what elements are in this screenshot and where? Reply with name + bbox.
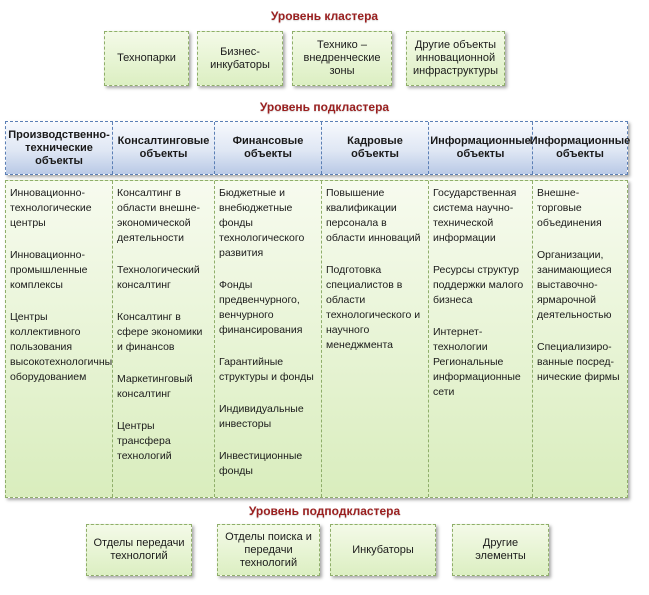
- subcluster-level-title: Уровень подкластера: [259, 100, 390, 114]
- list-item: Государственная система научно-техническ…: [433, 187, 517, 244]
- column-body: Инновационно-технологические центры Инно…: [6, 181, 113, 497]
- list-item: Технологический консалтинг: [117, 264, 200, 291]
- subsubcluster-level-title: Уровень подподкластера: [248, 504, 401, 518]
- column-body: Внешне-торговые объединения Организации,…: [533, 181, 627, 497]
- column-header: Производственно-технические объекты: [6, 122, 113, 174]
- column-body: Бюджетные и внебюджетные фонды технологи…: [215, 181, 322, 497]
- cluster-box-other-objects: Другие объекты инновационной инфраструкт…: [406, 31, 505, 86]
- list-item: Специализиро-ванные посред-нические фирм…: [537, 341, 620, 383]
- cluster-box-technical-zones: Технико – внедренческие зоны: [292, 31, 392, 86]
- list-item: Фонды предвенчурного, венчурного финанси…: [219, 279, 303, 336]
- list-item: Индивидуальные инвесторы: [219, 403, 304, 430]
- column-header: Финансовые объекты: [215, 122, 322, 174]
- column-header: Консалтинговые объекты: [113, 122, 215, 174]
- subsub-box-transfer-departments: Отделы передачи технологий: [86, 524, 192, 576]
- cluster-box-business-incubators: Бизнес-инкубаторы: [197, 31, 283, 86]
- list-item: Центры коллективного пользования высокот…: [10, 311, 113, 383]
- column-header: Кадровые объекты: [322, 122, 429, 174]
- list-item: Интернет-технологии Региональные информа…: [433, 326, 521, 398]
- subsub-box-incubators: Инкубаторы: [330, 524, 436, 576]
- list-item: Внешне-торговые объединения: [537, 187, 602, 229]
- list-item: Консалтинг в сфере экономики и финансов: [117, 311, 203, 353]
- subsub-box-other-elements: Другие элементы: [452, 524, 549, 576]
- column-body: Повышение квалификации персонала в облас…: [322, 181, 429, 497]
- subsub-box-search-departments: Отделы поиска и передачи технологий: [217, 524, 320, 576]
- cluster-box-technoparks: Технопарки: [104, 31, 189, 86]
- list-item: Повышение квалификации персонала в облас…: [326, 187, 421, 244]
- column-header: Информационные объекты: [530, 122, 630, 174]
- column-body: Консалтинг в области внешне-экономическо…: [113, 181, 215, 497]
- list-item: Бюджетные и внебюджетные фонды технологи…: [219, 187, 305, 259]
- list-item: Инновационно-промышленные комплексы: [10, 249, 88, 291]
- list-item: Маркетинговый консалтинг: [117, 373, 193, 400]
- list-item: Гарантийные структуры и фонды: [219, 356, 314, 383]
- cluster-level-title: Уровень кластера: [270, 9, 379, 23]
- column-body: Государственная система научно-техническ…: [429, 181, 533, 497]
- list-item: Ресурсы структур поддержки малого бизнес…: [433, 264, 524, 306]
- list-item: Инновационно-технологические центры: [10, 187, 92, 229]
- list-item: Консалтинг в области внешне-экономическо…: [117, 187, 200, 244]
- list-item: Центры трансфера технологий: [117, 420, 172, 462]
- list-item: Подготовка специалистов в области технол…: [326, 264, 421, 351]
- column-header: Информационные объекты: [429, 122, 533, 174]
- list-item: Организации, занимающиеся выставочно-ярм…: [537, 249, 612, 321]
- subcluster-header-row: Производственно-технические объекты Конс…: [5, 121, 630, 175]
- subcluster-content-row: Инновационно-технологические центры Инно…: [5, 180, 628, 498]
- list-item: Инвестиционные фонды: [219, 450, 303, 477]
